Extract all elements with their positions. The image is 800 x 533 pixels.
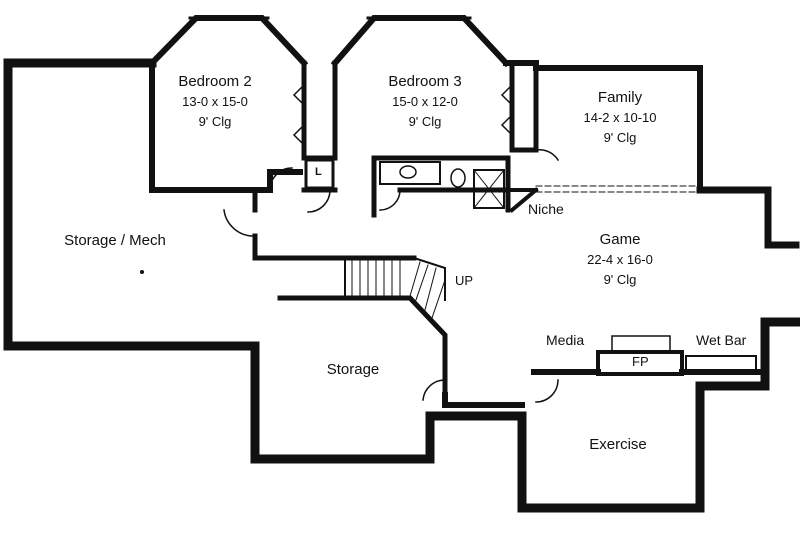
hall-wall-north	[252, 187, 417, 261]
room-name: Bedroom 3	[388, 73, 462, 90]
shower	[473, 169, 505, 209]
shower-x2	[473, 169, 505, 209]
niche-wall	[508, 187, 539, 213]
floor-drain	[140, 270, 144, 274]
room-dimensions: 13-0 x 15-0	[182, 94, 248, 109]
room-storage: Storage	[313, 360, 393, 380]
room-bedroom3: Bedroom 3 15-0 x 12-0 9' Clg	[375, 72, 475, 132]
closet-wall	[301, 60, 338, 193]
toilet	[450, 168, 466, 188]
family-closet-wall	[509, 65, 539, 153]
room-bedroom2: Bedroom 2 13-0 x 15-0 9' Clg	[170, 72, 260, 132]
room-ceiling: 9' Clg	[198, 114, 232, 129]
label-media: Media	[546, 332, 585, 348]
room-dimensions: 14-2 x 10-10	[583, 110, 657, 125]
tv-console	[611, 335, 671, 353]
room-dimensions: 22-4 x 16-0	[587, 252, 653, 267]
label-niche: Niche	[528, 201, 564, 217]
stair-outline	[344, 256, 446, 301]
room-name: Storage / Mech	[64, 232, 166, 249]
room-storage-mech: Storage / Mech	[45, 231, 185, 251]
label-up: UP	[455, 273, 474, 288]
room-name: Game	[599, 231, 641, 248]
room-family: Family 14-2 x 10-10 9' Clg	[570, 88, 670, 148]
room-name: Storage	[326, 361, 380, 378]
door-swings	[223, 148, 560, 403]
room-ceiling: 9' Clg	[408, 114, 442, 129]
exterior-wall-west	[3, 58, 800, 513]
label-wet-bar: Wet Bar	[696, 332, 747, 348]
label-linen: L	[315, 166, 322, 178]
linen-closet	[304, 158, 335, 190]
room-ceiling: 9' Clg	[603, 130, 637, 145]
bifold-doors	[292, 83, 514, 147]
bedroom3-bay-wall	[330, 15, 511, 68]
room-exercise: Exercise	[573, 435, 663, 455]
room-name: Bedroom 2	[178, 73, 252, 90]
room-ceiling: 9' Clg	[603, 272, 637, 287]
storage-wall	[442, 392, 525, 408]
wet-bar-counter	[685, 355, 757, 373]
label-fireplace: FP	[632, 354, 649, 369]
room-name: Exercise	[589, 436, 647, 453]
stair-treads	[351, 257, 446, 319]
sink	[399, 165, 417, 179]
bedroom2-south-wall	[149, 169, 303, 193]
room-name: Family	[597, 89, 643, 106]
stair-wall	[277, 295, 448, 398]
exterior-wall-east	[696, 186, 800, 249]
room-game: Game 22-4 x 16-0 9' Clg	[570, 230, 670, 290]
vanity	[379, 161, 441, 185]
room-dimensions: 15-0 x 12-0	[392, 94, 458, 109]
